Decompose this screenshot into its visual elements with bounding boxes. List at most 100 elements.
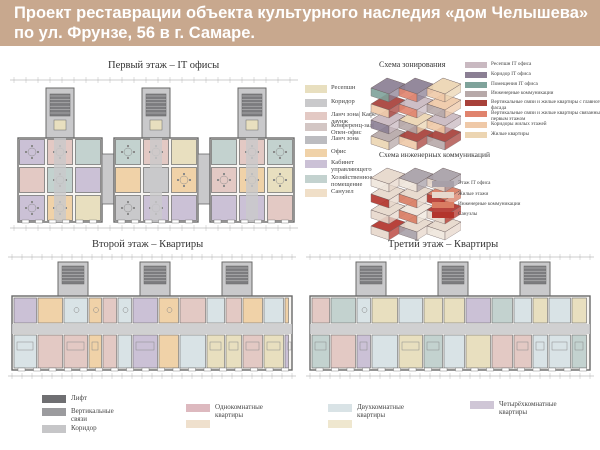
legend-swatch (465, 100, 487, 106)
legend-swatch (465, 91, 487, 97)
legend-label: Кабинет управляющего (331, 159, 372, 173)
header-banner: Проект реставрации объекта культурного н… (0, 0, 600, 46)
legend-swatch (305, 160, 327, 168)
legend-swatch (305, 99, 327, 107)
legend-swatch (465, 62, 487, 68)
legend-swatch (305, 123, 327, 131)
floor3-plan (302, 252, 598, 380)
legend-label: Ресепшн (331, 84, 356, 91)
legend-label: Помещения IT офиса (491, 81, 538, 87)
legend-item: Однокомнатные квартиры (186, 403, 275, 419)
axonometric-drawing (370, 77, 461, 151)
legend-swatch (465, 132, 487, 138)
legend-label: Хозяйственное помещение (331, 174, 373, 188)
legend-item: Ресепшн (305, 84, 391, 93)
legend-label: Санузел (331, 188, 354, 195)
floor1-plan-drawing (10, 77, 298, 231)
zoning-axonometric-diagram (365, 70, 461, 154)
legend-item: Хозяйственное помещение (305, 174, 391, 189)
legend-swatch (305, 149, 327, 157)
legend-label: Коридор (331, 98, 355, 105)
legend-swatch (42, 408, 66, 416)
legend-swatch (465, 82, 487, 88)
residential-plan-drawing (306, 254, 594, 379)
page-title: Проект реставрации объекта культурного н… (14, 4, 589, 42)
floor3-title: Третий этаж – Квартиры (388, 239, 499, 250)
legend-item: Жилые квартиры (465, 131, 600, 138)
legend-label: Инженерные коммуникации (458, 201, 521, 207)
legend-item: Четырёхкомнатные квартиры (470, 400, 569, 416)
legend-swatch (470, 401, 494, 409)
legend-item: Ресепшн IT офиса (465, 61, 600, 68)
legend-item: Вертикальные связи (42, 407, 121, 423)
legend-swatch (328, 404, 352, 412)
legend-item: Вертикальные связи и жилые квартиры связ… (465, 110, 600, 122)
legend-item: Кабинет управляющего (305, 159, 391, 174)
legend-label: Вертикальные связи и жилые квартиры с гл… (491, 99, 600, 111)
legend-item: Этаж IT офиса (432, 180, 548, 187)
legend-item: Коридоры жилых этажей (465, 121, 600, 128)
legend-label: Конференц-зал| Опен-офис (331, 122, 375, 136)
legend-item: Коридор IT офиса (465, 71, 600, 78)
legend-item: Коридор (42, 424, 131, 433)
legend-label: Жилые этажи (458, 191, 489, 197)
floor2-title: Второй этаж – Квартиры (92, 239, 204, 250)
legend-swatch (305, 175, 327, 183)
legend-swatch (42, 425, 66, 433)
legend-item: Ланч зона| Кафе-лаунж (305, 111, 391, 126)
legend-label: Четырёхкомнатные квартиры (499, 400, 557, 416)
legend-label: Жилые квартиры (491, 131, 529, 137)
legend-swatch (432, 202, 454, 208)
legend-label: Вертикальные связи (71, 407, 114, 423)
engineering-title: Схема инженерных коммуникаций (379, 150, 491, 159)
legend-label: Санузлы (458, 211, 478, 217)
floor1-plan (6, 74, 302, 234)
legend-item: Инженерные коммуникации (465, 90, 600, 97)
legend-label: Вертикальные связи и жилые квартиры связ… (491, 110, 600, 122)
legend-swatch (305, 136, 327, 144)
legend-item: Санузел (305, 188, 391, 197)
legend-item: Ланч зона (305, 135, 391, 144)
legend-item: Жилые этажи (432, 191, 548, 198)
legend-swatch (305, 85, 327, 93)
legend-label: Коридор (71, 424, 97, 432)
legend-item: Коридор (305, 98, 391, 107)
legend-label: Двухкомнатные квартиры (357, 403, 404, 419)
legend-swatch (465, 122, 487, 128)
legend-item: Инженерные коммуникации (432, 201, 548, 208)
legend-item: Офис (305, 148, 391, 157)
legend-item (328, 420, 357, 428)
legend-swatch (328, 420, 352, 428)
legend-label: Этаж IT офиса (458, 180, 491, 186)
legend-item: Санузлы (432, 211, 548, 218)
legend-swatch (432, 192, 454, 198)
legend-swatch (465, 111, 487, 117)
legend-label: Ланч зона (331, 135, 359, 142)
legend-label: Коридор IT офиса (491, 71, 531, 77)
legend-item: Двухкомнатные квартиры (328, 403, 417, 419)
legend-label: Офис (331, 148, 347, 155)
legend-swatch (42, 395, 66, 403)
legend-label: Ресепшн IT офиса (491, 61, 532, 67)
floor2-plan (4, 252, 300, 380)
legend-swatch (305, 189, 327, 197)
legend-label: Лифт (71, 394, 88, 402)
legend-label: Коридоры жилых этажей (491, 121, 547, 127)
floor1-title: Первый этаж – IT офисы (108, 60, 220, 71)
legend-label: Ланч зона| Кафе-лаунж (331, 111, 379, 125)
legend-swatch (186, 420, 210, 428)
zoning-title: Схема зонирования (379, 60, 446, 69)
legend-item: Вертикальные связи и жилые квартиры с гл… (465, 99, 600, 111)
legend-label: Однокомнатные квартиры (215, 403, 263, 419)
legend-swatch (432, 212, 454, 218)
legend-item (186, 420, 215, 428)
legend-label: Инженерные коммуникации (491, 90, 554, 96)
legend-item: Помещения IT офиса (465, 81, 600, 88)
legend-swatch (186, 404, 210, 412)
legend-swatch (465, 72, 487, 78)
legend-swatch (305, 112, 327, 120)
legend-item: Конференц-зал| Опен-офис (305, 122, 391, 137)
legend-item: Лифт (42, 394, 131, 403)
residential-plan-drawing (8, 254, 296, 379)
legend-swatch (432, 181, 454, 187)
